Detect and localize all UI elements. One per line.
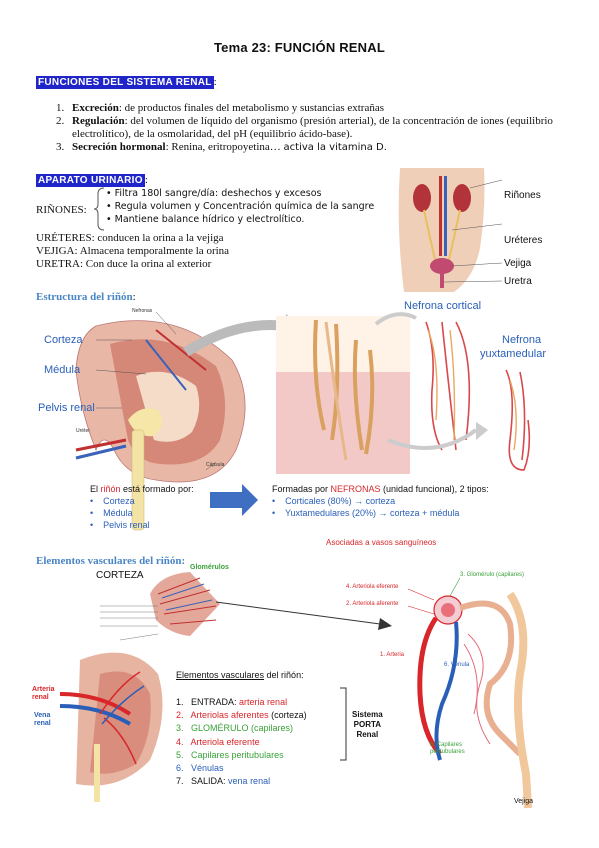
- label-nefrona: Nefrona: [502, 334, 542, 346]
- vasculares-heading-row: Elementos vasculares del riñón:: [36, 555, 186, 567]
- label-capsula: Cápsula: [206, 462, 225, 468]
- vascular-illustration: [59, 572, 532, 809]
- uretra-line: URETRA: Con duce la orina al exterior: [36, 258, 212, 270]
- kidney-structure-illustration: [75, 311, 531, 531]
- list-item: • Filtra 180l sangre/día: deshechos y ex…: [106, 188, 322, 199]
- funciones-heading: FUNCIONES DEL SISTEMA RENAL: [36, 76, 214, 89]
- urinary-system-figure: Riñones Uréteres Vejiga Uretra: [394, 168, 574, 292]
- list-item: 1.Excreción: de productos finales del me…: [56, 102, 384, 114]
- formado-title: El riñón está formado por:: [90, 484, 194, 494]
- vejiga-line: VEJIGA: Almacena temporalmente la orina: [36, 245, 230, 257]
- urinary-system-illustration: [394, 168, 503, 292]
- list-item: 5. Capilares peritubulares: [176, 749, 284, 760]
- estructura-heading: Estructura del riñón: [36, 291, 133, 303]
- label-glomerulos: Glomérulos: [190, 564, 229, 571]
- estructura-figure: Corteza Médula Pelvis renal Nefronas Uré…: [36, 300, 568, 550]
- rinones-label: RIÑONES:: [36, 204, 87, 216]
- label-yuxtamedular: yuxtamedular: [480, 348, 547, 360]
- label-vejiga: Vejiga: [504, 258, 532, 269]
- vasculares-heading: Elementos vasculares del riñón: [36, 555, 182, 567]
- label-corteza-vascular: CORTEZA: [96, 570, 144, 581]
- list-item: • Pelvis renal: [90, 520, 150, 530]
- list-item: • Médula: [90, 508, 133, 518]
- ureteres-line: URÉTERES: conducen la orina a la vejiga: [36, 232, 224, 244]
- funciones-list: 1.Excreción: de productos finales del me…: [56, 102, 576, 154]
- asociadas-note: Asociadas a vasos sanguíneos: [326, 538, 437, 547]
- list-item: 4. Arteriola eferente: [176, 736, 260, 747]
- label-corteza: Corteza: [44, 334, 83, 346]
- page-title: Tema 23: FUNCIÓN RENAL: [213, 40, 385, 55]
- brace-icon: [93, 187, 105, 231]
- list-item: 2. Arteriolas aferentes (corteza): [176, 710, 307, 721]
- label-nefrona-cortical: Nefrona cortical: [404, 300, 482, 312]
- aparato-heading-row: APARATO URINARIO:: [36, 174, 148, 187]
- label-nefronas: Nefronas: [132, 308, 153, 314]
- list-item: • Corticales (80%) → corteza: [272, 496, 396, 506]
- vasculares-list: 1. ENTRADA: arteria renal 2. Arteriolas …: [176, 696, 307, 788]
- list-item: 3. GLOMÉRULO (capilares): [176, 723, 294, 734]
- label-rinones: Riñones: [504, 190, 541, 201]
- aparato-heading: APARATO URINARIO: [36, 174, 145, 187]
- label-arteriola-eferente: 4. Arteriola eferente: [346, 584, 399, 590]
- sistema-porta-label: Sistema PORTA Renal: [352, 710, 383, 739]
- list-item: 6. Vénulas: [176, 763, 224, 774]
- formadas-block: Formadas por NEFRONAS (unidad funcional)…: [272, 483, 489, 519]
- rinones-bullets: • Filtra 180l sangre/día: deshechos y ex…: [106, 187, 374, 226]
- list-item: 1. ENTRADA: arteria renal: [176, 697, 288, 707]
- label-medula: Médula: [44, 364, 81, 376]
- label-ureteres: Uréteres: [504, 235, 543, 246]
- list-item: 3.Secreción hormonal: Renina, eritropoye…: [56, 141, 387, 153]
- vasculares-list-title: Elementos vasculares del riñón:: [176, 670, 304, 680]
- label-pelvis-renal: Pelvis renal: [38, 402, 95, 414]
- list-item: • Corteza: [90, 496, 135, 506]
- formadas-title: Formadas por NEFRONAS (unidad funcional)…: [272, 484, 489, 494]
- list-item: 7. SALIDA: vena renal: [176, 776, 271, 787]
- label-venula: 6. Vénula: [444, 662, 470, 668]
- formado-block: El riñón está formado por: • Corteza • M…: [90, 483, 194, 531]
- label-vejiga-vascular: Vejiga: [514, 798, 534, 805]
- label-arteriola-aferente: 2. Arteriola aferente: [346, 601, 399, 607]
- label-ureter: Uréter: [76, 428, 90, 434]
- label-glomerulo-capilares: 3. Glomérulo (capilares): [460, 572, 525, 578]
- label-arteria: 1. Arteria: [380, 652, 405, 658]
- list-item: • Mantiene balance hídrico y electrolíti…: [106, 214, 305, 225]
- estructura-heading-row: Estructura del riñón:: [36, 291, 136, 303]
- urinario-lines: URÉTERES: conducen la orina a la vejiga …: [36, 232, 229, 271]
- funciones-heading-row: FUNCIONES DEL SISTEMA RENAL:: [36, 76, 217, 89]
- label-uretra: Uretra: [504, 276, 532, 287]
- list-item: • Regula volumen y Concentración química…: [106, 201, 375, 212]
- list-item: 2.Regulación: del volumen de líquido del…: [56, 115, 553, 140]
- list-item: • Yuxtamedulares (20%) → corteza + médul…: [272, 508, 460, 518]
